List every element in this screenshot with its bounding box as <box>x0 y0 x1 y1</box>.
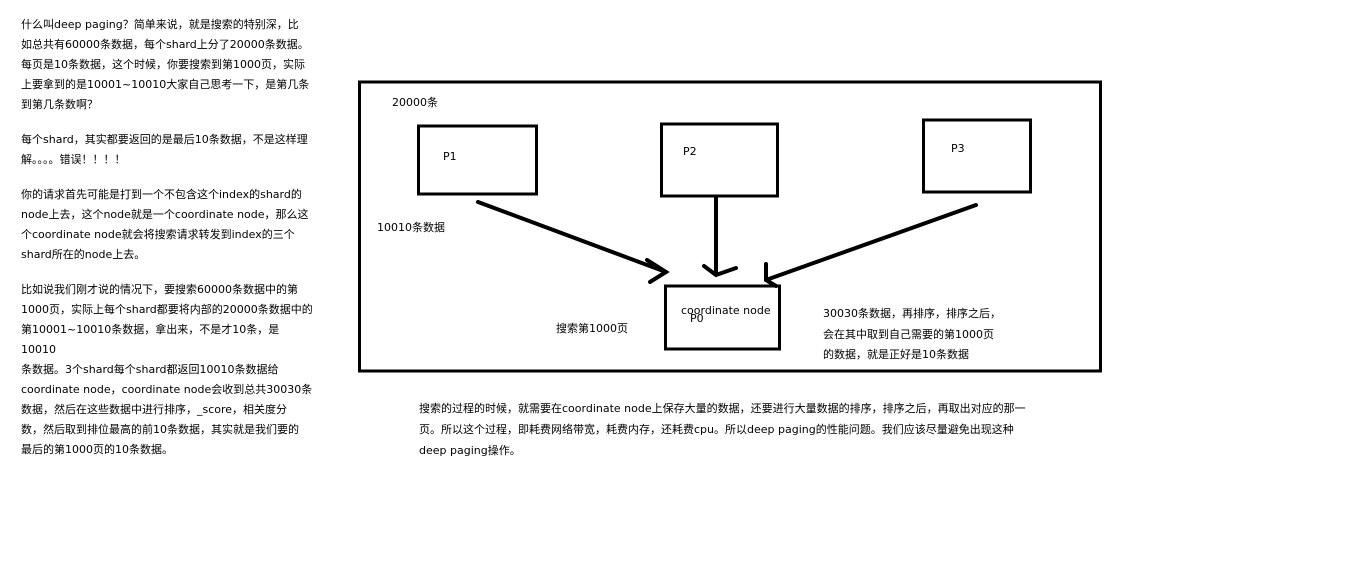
coordinate-node-label: coordinate node <box>681 304 771 317</box>
per-shard-count-label: 10010条数据 <box>377 220 445 234</box>
shard-box-p3 <box>922 118 1032 194</box>
merge-note-line-3: 的数据，就是正好是10条数据 <box>823 347 969 361</box>
paragraph-deep-paging-definition: 什么叫deep paging？简单来说，就是搜索的特别深，比 如总共有60000… <box>21 18 310 111</box>
merge-note-line-2: 会在其中取到自己需要的第1000页 <box>823 327 994 341</box>
arrow-p1-to-coordinate <box>476 200 670 284</box>
shard-label-p2: P2 <box>683 145 697 158</box>
merge-note-line-1: 30030条数据，再排序，排序之后， <box>823 306 1001 320</box>
cluster-box <box>358 80 1102 373</box>
arrow-p3-to-coordinate <box>764 203 978 288</box>
coordinate-p0-label: P0 <box>690 312 704 325</box>
search-page-label: 搜索第1000页 <box>556 321 628 335</box>
shard-label-p3: P3 <box>951 142 965 155</box>
explanation-text: 什么叫deep paging？简单来说，就是搜索的特别深，比 如总共有60000… <box>21 15 313 475</box>
shard-box-p2 <box>660 122 779 198</box>
shard-count-label: 20000条 <box>392 95 438 109</box>
paragraph-example: 比如说我们刚才说的情况下，要搜索60000条数据中的第 1000页，实际上每个s… <box>21 283 313 456</box>
arrow-p2-to-coordinate <box>702 196 738 278</box>
conclusion-text: 搜索的过程的时候，就需要在coordinate node上保存大量的数据，还要进… <box>419 402 1026 457</box>
paragraph-coordinate-node: 你的请求首先可能是打到一个不包含这个index的shard的 node上去，这个… <box>21 188 309 261</box>
paragraph-wrong-understanding: 每个shard，其实都要返回的是最后10条数据，不是这样理 解。。。。错误！！！… <box>21 133 308 166</box>
shard-box-p1 <box>417 124 538 196</box>
shard-label-p1: P1 <box>443 150 457 163</box>
coordinate-node-box <box>664 284 781 351</box>
